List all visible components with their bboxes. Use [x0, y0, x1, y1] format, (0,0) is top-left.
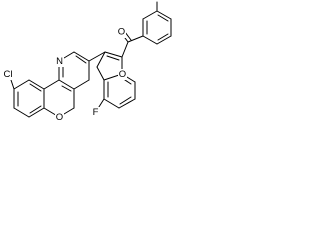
bond: [13, 107, 30, 118]
n-label: N: [56, 56, 63, 67]
bond: [142, 10, 158, 20]
bond: [103, 98, 120, 109]
double-bond-inner: [157, 33, 169, 41]
bond: [118, 98, 136, 109]
bond: [58, 79, 75, 90]
o-carbonyl-label: O: [118, 27, 125, 38]
bond: [96, 66, 105, 81]
bond: [121, 41, 129, 58]
fluorobenzo-ring: [96, 73, 136, 111]
double-bond-inner: [29, 83, 42, 92]
atom-label-n: N: [55, 56, 64, 67]
atom-label-cl: Cl: [1, 69, 15, 80]
o-pyran-label: O: [56, 112, 63, 123]
chemical-structure-diagram: Cl N O O O F: [1, 1, 172, 123]
bond: [156, 10, 172, 20]
biaryl-bond: [88, 51, 106, 62]
atom-label-o-pyran: O: [55, 112, 64, 123]
atom-label-o-carbonyl: O: [117, 27, 126, 38]
bond: [43, 79, 60, 90]
bond: [73, 51, 90, 62]
bond: [28, 79, 45, 90]
double-bond-inner: [157, 14, 169, 22]
bond: [104, 51, 123, 58]
bond: [73, 79, 90, 90]
atom-label-f: F: [91, 107, 100, 118]
structure-canvas: Cl N O O O F: [0, 0, 184, 173]
double-bond-inner: [61, 85, 72, 92]
double-bond-inner: [29, 105, 42, 114]
bond: [13, 79, 30, 90]
double-bond-inner: [75, 55, 87, 64]
bond: [142, 35, 158, 45]
bond: [156, 35, 172, 45]
chlorobenzo-ring: [9, 76, 45, 118]
cl-label: Cl: [4, 69, 13, 80]
double-bond-inner: [119, 96, 132, 105]
o-furan-label: O: [119, 69, 126, 80]
bond: [96, 51, 106, 68]
bond: [28, 107, 45, 118]
atom-label-o-furan: O: [118, 69, 127, 80]
bond: [127, 35, 144, 43]
f-label: F: [93, 107, 99, 118]
double-bond-inner: [106, 55, 120, 61]
tolyl-ring: [142, 1, 172, 45]
